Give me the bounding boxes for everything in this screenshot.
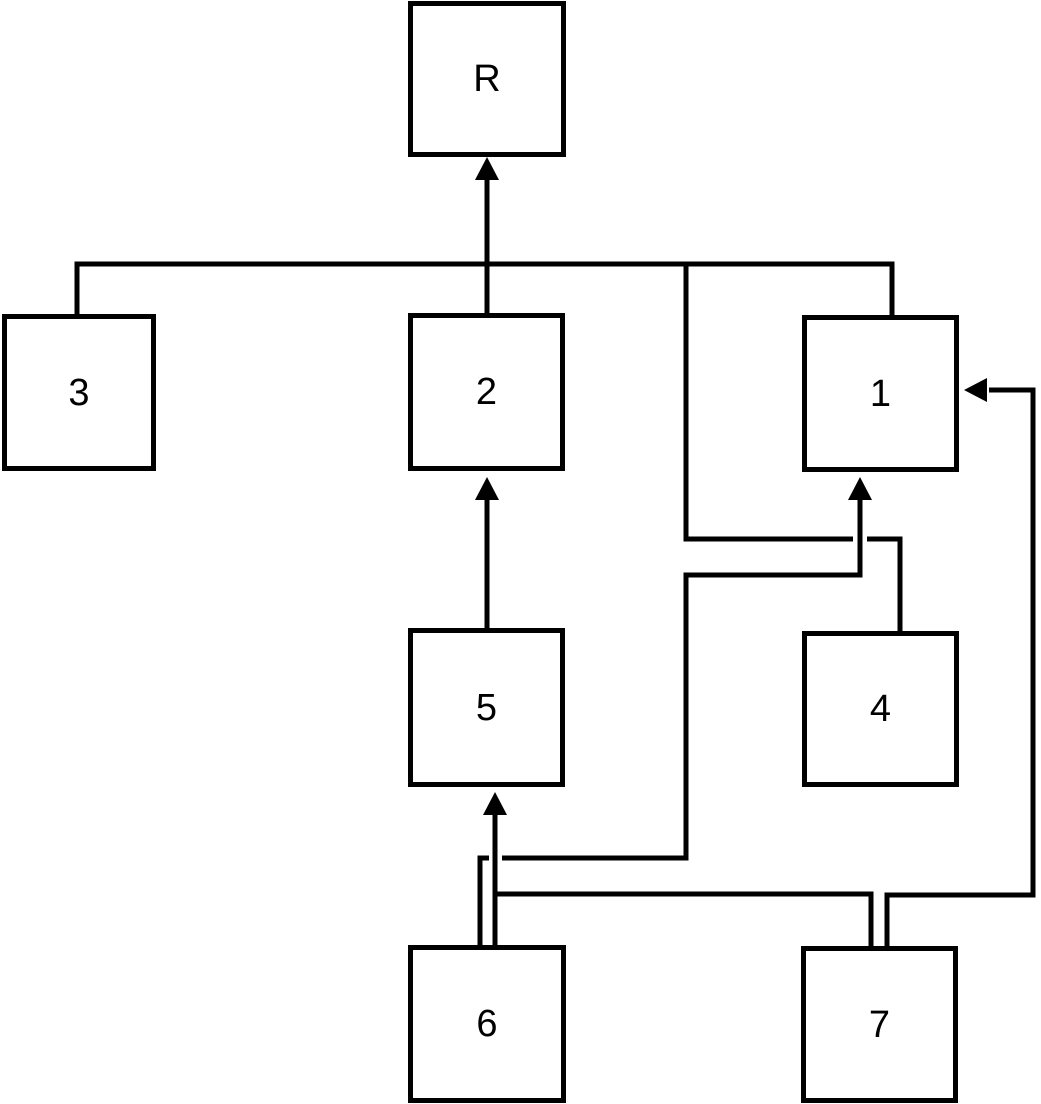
node-4-label: 4 — [869, 688, 892, 730]
node-2-label: 2 — [475, 371, 498, 413]
node-5-box: 5 — [408, 628, 565, 787]
edge-4-to-R-seg1 — [867, 536, 903, 631]
node-6-label: 6 — [476, 1003, 498, 1045]
edge-7-to-1 — [884, 387, 1036, 946]
node-3-box: 3 — [2, 314, 156, 471]
edge-4-to-R-seg2 — [683, 264, 853, 542]
node-5-label: 5 — [475, 686, 498, 729]
arrowhead-2-to-R-icon — [475, 157, 499, 180]
node-7-label: 7 — [868, 1003, 891, 1046]
arrowhead-7-to-1-icon — [964, 378, 987, 402]
node-7-box: 7 — [801, 946, 958, 1103]
edge-7-to-5 — [497, 891, 874, 946]
node-R-label: R — [473, 58, 501, 100]
arrowhead-6-to-1-seg2-icon — [848, 477, 872, 500]
arrowhead-6-to-5-icon — [483, 792, 507, 815]
node-1-label: 1 — [869, 372, 892, 415]
edge-6-to-1-seg1 — [477, 855, 489, 945]
node-4-box: 4 — [802, 631, 959, 787]
edge-6-to-1-seg2 — [502, 500, 863, 861]
node-1-box: 1 — [802, 315, 959, 472]
node-3-label: 3 — [68, 371, 90, 414]
node-R-box: R — [408, 1, 566, 157]
arrowhead-5-to-2-icon — [475, 477, 499, 500]
node-2-box: 2 — [408, 313, 565, 471]
node-6-box: 6 — [408, 945, 566, 1103]
